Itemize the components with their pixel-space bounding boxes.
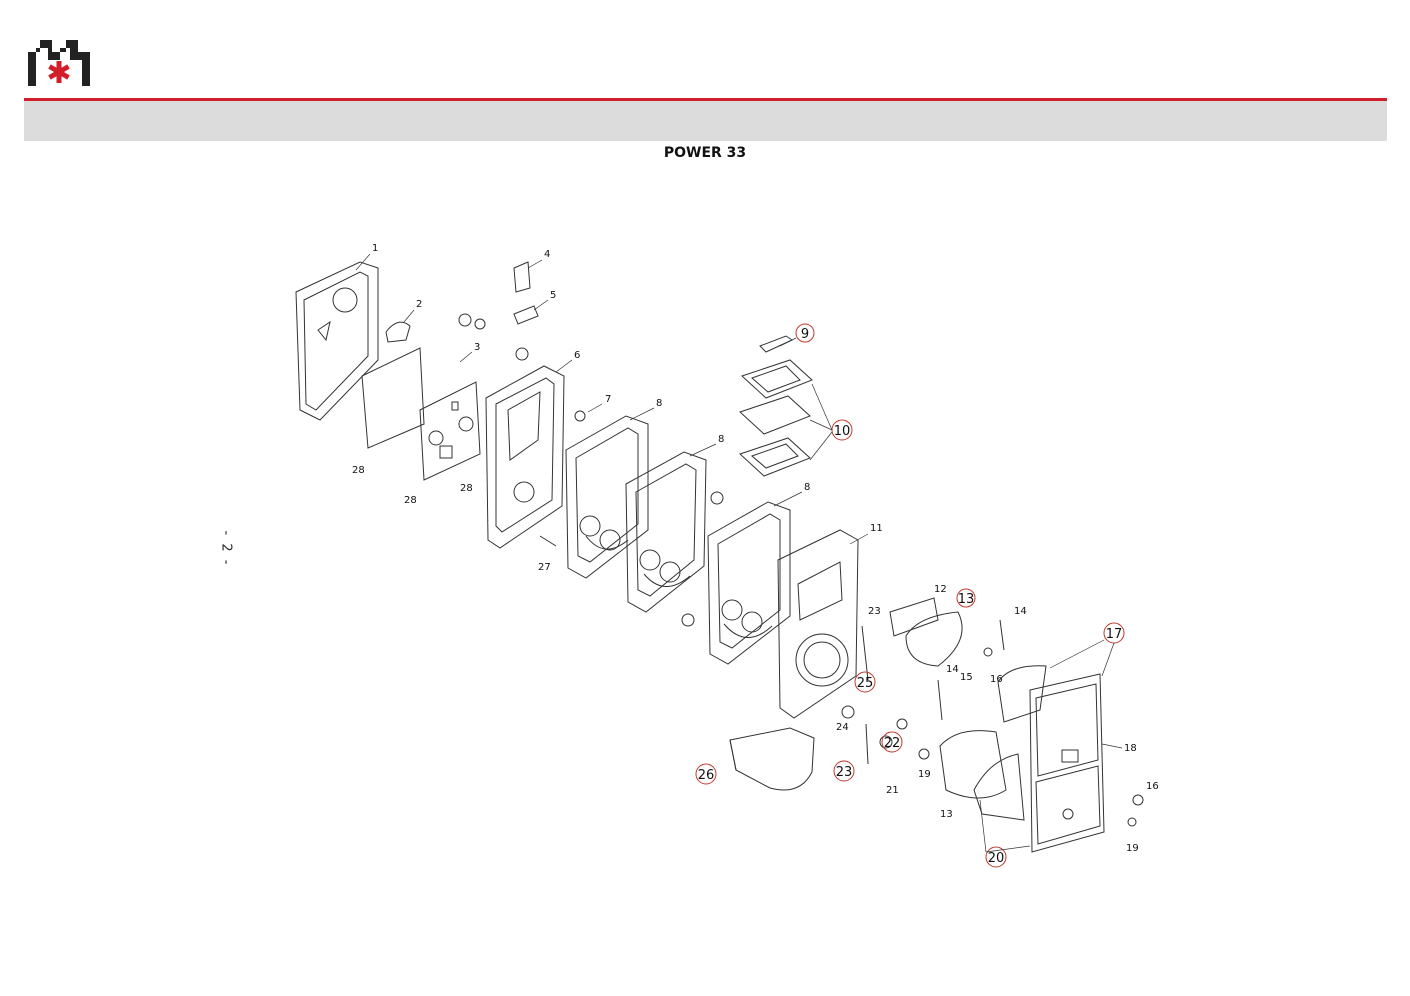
middle-section-part-3 <box>707 501 791 665</box>
circled-label-13: 13 <box>958 592 975 607</box>
circled-label-10: 10 <box>834 424 851 439</box>
rear-panel-part <box>295 261 379 421</box>
label-15: 15 <box>960 672 973 683</box>
header-divider <box>24 98 1387 101</box>
label-21: 21 <box>886 785 899 796</box>
label-2: 2 <box>416 299 422 310</box>
circled-label-22: 22 <box>884 736 901 751</box>
label-14-a: 14 <box>1014 606 1027 617</box>
circled-label-23: 23 <box>836 765 853 780</box>
small-cover-part <box>385 321 411 343</box>
label-28-b: 28 <box>404 495 417 506</box>
company-logo-icon <box>28 40 90 86</box>
middle-section-part-1 <box>565 415 649 579</box>
label-5: 5 <box>550 290 556 301</box>
middle-section-part-2 <box>625 451 707 613</box>
label-8-c: 8 <box>804 482 810 493</box>
front-section-part <box>485 365 565 549</box>
inspection-plate-part <box>361 347 425 449</box>
page-title: POWER 33 <box>663 145 747 161</box>
label-3: 3 <box>474 342 480 353</box>
circled-label-9: 9 <box>801 327 809 342</box>
ash-drawer-part <box>729 727 815 791</box>
lower-door-cover-part <box>973 753 1025 821</box>
label-18: 18 <box>1124 743 1137 754</box>
circled-label-20: 20 <box>988 851 1005 866</box>
lower-door-part <box>939 730 1007 799</box>
label-27: 27 <box>538 562 551 573</box>
header-band <box>24 101 1387 141</box>
label-12: 12 <box>934 584 947 595</box>
gasket-plate-part <box>419 381 481 481</box>
handle-part <box>759 335 794 353</box>
label-23: 23 <box>868 606 881 617</box>
label-24: 24 <box>836 722 849 733</box>
label-28-a: 28 <box>352 465 365 476</box>
circled-label-26: 26 <box>698 768 715 783</box>
baffle-bracket-part <box>889 597 939 637</box>
label-16-a: 16 <box>990 674 1003 685</box>
circled-label-17: 17 <box>1106 627 1123 642</box>
label-13: 13 <box>940 809 953 820</box>
label-1: 1 <box>372 243 378 254</box>
label-16-b: 16 <box>1146 781 1159 792</box>
label-8-a: 8 <box>656 398 662 409</box>
label-8-b: 8 <box>718 434 724 445</box>
label-11: 11 <box>870 523 883 534</box>
door-gasket-part <box>905 611 963 667</box>
label-19-a: 19 <box>918 769 931 780</box>
circled-label-25: 25 <box>857 676 874 691</box>
label-6: 6 <box>574 350 580 361</box>
label-28-c: 28 <box>460 483 473 494</box>
front-door-panel-part <box>997 665 1105 853</box>
label-19-b: 19 <box>1126 843 1139 854</box>
label-7: 7 <box>605 394 611 405</box>
label-4: 4 <box>544 249 550 260</box>
label-14-b: 14 <box>946 664 959 675</box>
rear-section-part <box>777 529 859 719</box>
baffle-plates-part <box>739 359 813 477</box>
